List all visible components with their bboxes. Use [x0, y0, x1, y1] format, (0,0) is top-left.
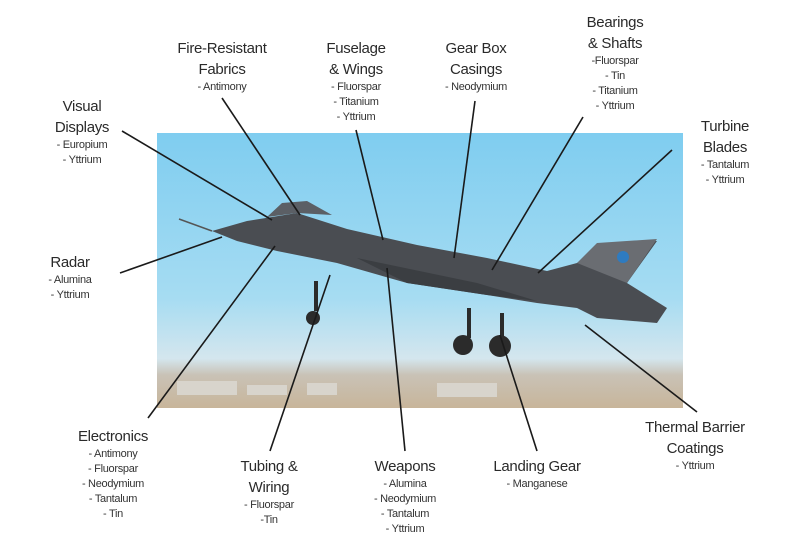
callout-title: Fuselage	[326, 40, 386, 57]
material-item: - Manganese	[506, 478, 568, 490]
distant-buildings	[177, 381, 497, 397]
callout-title: & Shafts	[587, 35, 643, 52]
callout-title: Electronics	[77, 428, 149, 445]
material-item: - Fluorspar	[244, 499, 294, 511]
material-item: - Fluorspar	[331, 81, 381, 93]
callout-title: Blades	[702, 139, 748, 156]
line-bearings-shafts	[491, 116, 584, 271]
callout-title: Fire-Resistant	[177, 40, 267, 57]
material-item: - Tin	[605, 70, 625, 82]
callout-weapons: Weapons - Alumina - Neodymium - Tantalum - Y…	[374, 456, 436, 537]
callout-title: Turbine	[700, 118, 750, 135]
callout-electronics: Electronics - Antimony - Fluorspar - Neodym…	[78, 426, 148, 522]
f35-aircraft	[178, 201, 667, 357]
callout-title: & Wings	[329, 61, 383, 78]
material-item: -Fluorspar	[591, 55, 639, 67]
line-fire-resistant-fabrics	[221, 97, 301, 216]
material-item: - Fluorspar	[88, 463, 138, 475]
line-weapons	[386, 267, 406, 452]
callout-radar: Radar - Alumina - Yttrium	[48, 252, 91, 303]
material-item: - Antimony	[88, 448, 138, 460]
line-tubing-wiring	[269, 274, 331, 452]
material-item: - Titanium	[333, 96, 379, 108]
line-landing-gear	[499, 334, 538, 452]
material-item: - Alumina	[383, 478, 427, 490]
callout-title: Tubing &	[240, 458, 298, 475]
material-item: - Tantalum	[380, 508, 430, 520]
line-gear-box-casings	[453, 100, 476, 259]
callout-title: Coatings	[666, 440, 724, 457]
material-item: - Europium	[56, 139, 108, 151]
callout-fuselage-wings: Fuselage & Wings - Fluorspar - Titanium - Yt…	[326, 38, 386, 125]
material-item: - Yttrium	[705, 174, 745, 186]
material-item: -Tin	[260, 514, 278, 526]
line-fuselage-wings	[355, 129, 384, 241]
material-item: - Antimony	[197, 81, 247, 93]
material-item: - Yttrium	[385, 523, 425, 535]
line-thermal-barrier-coatings	[584, 324, 698, 413]
callout-title: Thermal Barrier	[645, 419, 745, 436]
material-item: - Alumina	[48, 274, 92, 286]
material-item: - Tin	[103, 508, 123, 520]
callout-title: Landing Gear	[493, 458, 581, 475]
material-item: - Yttrium	[50, 289, 90, 301]
material-item: - Yttrium	[62, 154, 102, 166]
callout-title: Fabrics	[198, 61, 246, 78]
material-item: - Yttrium	[595, 100, 635, 112]
callout-tubing-wiring: Tubing & Wiring - Fluorspar -Tin	[240, 456, 297, 528]
material-item: - Neodymium	[373, 493, 437, 505]
callout-landing-gear: Landing Gear - Manganese	[493, 456, 581, 492]
line-electronics	[147, 245, 276, 419]
callout-bearings-shafts: Bearings & Shafts -Fluorspar - Tin - Titaniu…	[587, 12, 644, 114]
callout-title: Visual	[62, 98, 102, 115]
callout-title: Wiring	[248, 479, 290, 496]
line-visual-displays	[121, 130, 273, 221]
callout-title: Casings	[449, 61, 503, 78]
callout-title: Displays	[54, 119, 110, 136]
material-item: - Neodymium	[81, 478, 145, 490]
material-item: - Titanium	[592, 85, 638, 97]
callout-title: Weapons	[374, 458, 436, 475]
material-item: - Yttrium	[675, 460, 715, 472]
material-item: - Neodymium	[444, 81, 508, 93]
aircraft-photo	[157, 133, 683, 408]
callout-title: Gear Box	[445, 40, 507, 57]
material-item: - Tantalum	[88, 493, 138, 505]
material-item: - Yttrium	[336, 111, 376, 123]
line-turbine-blades	[537, 149, 673, 274]
line-radar	[119, 236, 223, 274]
callout-title: Bearings	[586, 14, 644, 31]
material-item: - Tantalum	[700, 159, 750, 171]
callout-title: Radar	[50, 254, 90, 271]
